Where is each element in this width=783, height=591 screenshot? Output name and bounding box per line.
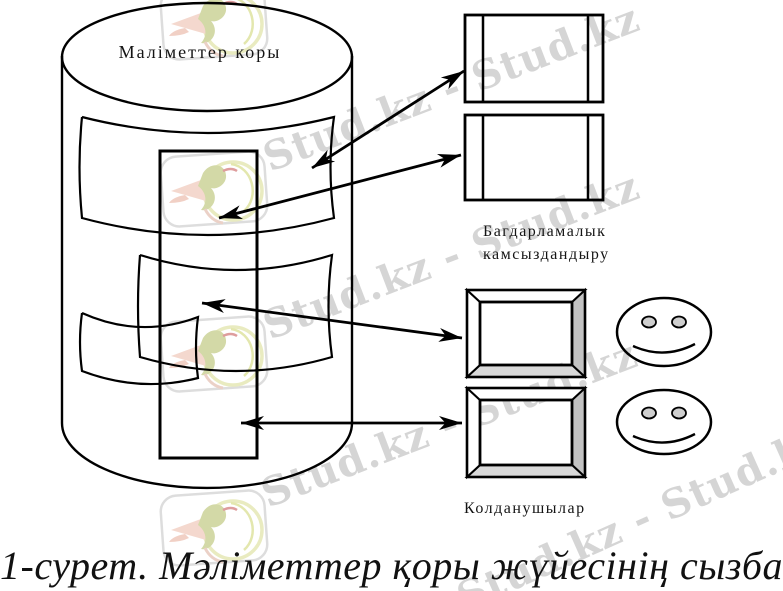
arrows bbox=[201, 69, 465, 430]
figure-caption: 1-сурет. Мәліметтер қоры жүйесінің сызба… bbox=[0, 543, 783, 588]
monitor-icon-2 bbox=[464, 385, 588, 480]
database-label: Маліметтер коры bbox=[118, 42, 282, 62]
user-face-icon-2 bbox=[615, 388, 713, 456]
smile-icon bbox=[632, 342, 696, 354]
monitor-icon-1 bbox=[464, 287, 588, 380]
software-label: Багдарламалык камсыздандыру bbox=[483, 220, 610, 266]
eye-icon bbox=[641, 406, 657, 420]
eye-icon bbox=[671, 315, 687, 329]
database-cylinder bbox=[60, 1, 354, 490]
arrow-db-software-1-icon bbox=[311, 69, 465, 170]
data-segment-2 bbox=[136, 253, 334, 373]
data-segment-3 bbox=[78, 311, 200, 386]
users-label: Колданушылар bbox=[464, 500, 586, 517]
software-label-line2: камсыздандыру bbox=[483, 246, 610, 263]
user-face-icon-1 bbox=[615, 296, 713, 368]
eye-icon bbox=[641, 315, 657, 329]
database-cylinder-top bbox=[60, 1, 354, 113]
software-box-1 bbox=[463, 13, 605, 104]
arrow-db-monitor-1-icon bbox=[201, 299, 463, 342]
data-segment-1 bbox=[78, 115, 336, 237]
software-label-line1: Багдарламалык bbox=[483, 223, 607, 240]
software-box-2 bbox=[463, 113, 605, 202]
eye-icon bbox=[671, 406, 687, 420]
database-cylinder-body bbox=[60, 56, 354, 490]
smile-icon bbox=[632, 432, 696, 444]
arrow-db-software-2-icon bbox=[218, 153, 462, 220]
